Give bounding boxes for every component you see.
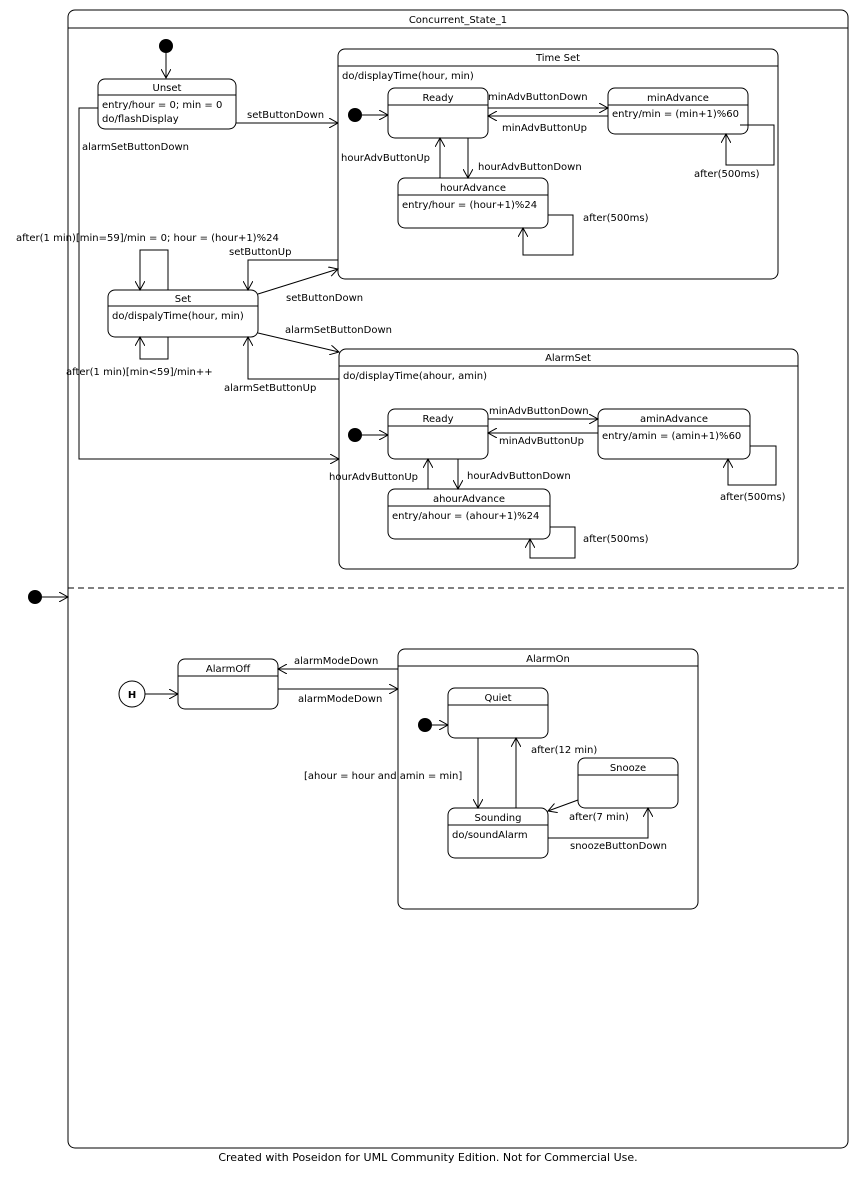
initial-pseudostate-lower	[28, 590, 42, 604]
initial-pseudostate-top	[159, 39, 173, 53]
initial-pseudostate-alarmset	[348, 428, 362, 442]
state-time-set-name: Time Set	[535, 53, 580, 64]
state-alarmset-ready-name: Ready	[422, 414, 453, 425]
transition-set-timeset	[257, 269, 338, 295]
state-sounding-do: do/soundAlarm	[452, 830, 528, 841]
state-set-name: Set	[175, 294, 192, 305]
state-unset-do: do/flashDisplay	[102, 114, 179, 125]
transition-alarmset-set	[248, 337, 339, 380]
state-unset[interactable]: Unset entry/hour = 0; min = 0 do/flashDi…	[97, 78, 237, 130]
state-ahour-advance-name: ahourAdvance	[433, 494, 505, 505]
label-after-7min: after(7 min)	[569, 812, 629, 823]
initial-pseudostate-timeset	[348, 108, 362, 122]
state-time-set-do: do/displayTime(hour, min)	[342, 71, 474, 82]
label-set-button-down-2: setButtonDown	[286, 293, 363, 304]
label-self-loop-bottom: after(1 min)[min<59]/min++	[66, 367, 213, 378]
transition-set-alarmset	[257, 332, 339, 352]
state-hour-advance-entry: entry/hour = (hour+1)%24	[402, 200, 537, 211]
state-amin-advance-entry: entry/amin = (amin+1)%60	[602, 431, 741, 442]
state-hour-advance[interactable]: hourAdvance entry/hour = (hour+1)%24	[397, 177, 549, 229]
label-a-min-adv-button-up: minAdvButtonUp	[499, 436, 584, 447]
transition-snooze-sounding	[548, 799, 579, 811]
label-set-button-up: setButtonUp	[229, 247, 291, 258]
label-hour-adv-button-up: hourAdvButtonUp	[341, 153, 430, 164]
label-hour-adv-button-down: hourAdvButtonDown	[478, 162, 582, 173]
state-alarmset-ready[interactable]: Ready	[387, 408, 489, 460]
state-ahour-advance-entry: entry/ahour = (ahour+1)%24	[392, 511, 539, 522]
label-self-loop-top: after(1 min)[min=59]/min = 0; hour = (ho…	[16, 233, 279, 244]
state-min-advance[interactable]: minAdvance entry/min = (min+1)%60	[607, 87, 749, 135]
state-quiet-name: Quiet	[484, 693, 511, 704]
state-amin-advance[interactable]: aminAdvance entry/amin = (amin+1)%60	[597, 408, 751, 460]
transition-timeset-set	[248, 259, 338, 290]
state-set-do: do/dispalyTime(hour, min)	[112, 311, 244, 322]
transition-set-self-top	[140, 249, 169, 290]
history-label: H	[128, 690, 136, 701]
history-pseudostate[interactable]: H	[118, 680, 146, 708]
root-title: Concurrent_State_1	[409, 15, 507, 26]
label-alarm-set-button-down: alarmSetButtonDown	[285, 325, 392, 336]
transition-unset-alarmset	[78, 107, 339, 459]
state-alarm-off[interactable]: AlarmOff	[177, 658, 279, 710]
state-set[interactable]: Set do/dispalyTime(hour, min)	[107, 289, 259, 338]
label-set-button-down: setButtonDown	[247, 110, 324, 121]
label-after-500ms-4: after(500ms)	[583, 534, 649, 545]
label-a-hour-adv-button-up: hourAdvButtonUp	[329, 472, 418, 483]
state-snooze-name: Snooze	[610, 763, 646, 774]
state-min-advance-entry: entry/min = (min+1)%60	[612, 109, 739, 120]
state-alarm-set-do: do/displayTime(ahour, amin)	[343, 371, 487, 382]
state-snooze[interactable]: Snooze	[577, 757, 679, 809]
transition-houradvance-self	[523, 214, 574, 256]
transition-ahouradvance-self	[530, 526, 576, 559]
state-sounding-name: Sounding	[475, 813, 522, 824]
label-snooze-button-down: snoozeButtonDown	[570, 841, 667, 852]
transition-set-self-bottom	[140, 337, 169, 360]
initial-pseudostate-alarmon	[418, 718, 432, 732]
transition-minadvance-self	[726, 124, 775, 166]
label-after-12min: after(12 min)	[531, 745, 597, 756]
state-hour-advance-name: hourAdvance	[440, 183, 506, 194]
label-alarm-mode-down-2: alarmModeDown	[298, 694, 382, 705]
state-sounding[interactable]: Sounding do/soundAlarm	[447, 807, 549, 859]
state-amin-advance-name: aminAdvance	[640, 414, 708, 425]
state-timeset-ready[interactable]: Ready	[387, 87, 489, 139]
state-alarm-off-name: AlarmOff	[206, 664, 251, 675]
label-after-500ms-2: after(500ms)	[583, 213, 649, 224]
state-min-advance-name: minAdvance	[647, 93, 709, 104]
label-min-adv-button-down: minAdvButtonDown	[488, 92, 588, 103]
state-timeset-ready-name: Ready	[422, 93, 453, 104]
label-alarm-set-button-down-left: alarmSetButtonDown	[82, 142, 189, 153]
label-after-500ms-3: after(500ms)	[720, 492, 786, 503]
label-after-500ms-1: after(500ms)	[694, 169, 760, 180]
label-alarm-mode-down-1: alarmModeDown	[294, 656, 378, 667]
footer-watermark: Created with Poseidon for UML Community …	[218, 1151, 637, 1164]
label-min-adv-button-up: minAdvButtonUp	[502, 123, 587, 134]
label-a-hour-adv-button-down: hourAdvButtonDown	[467, 471, 571, 482]
label-a-min-adv-button-down: minAdvButtonDown	[489, 406, 589, 417]
state-ahour-advance[interactable]: ahourAdvance entry/ahour = (ahour+1)%24	[387, 488, 551, 540]
state-unset-entry: entry/hour = 0; min = 0	[102, 100, 222, 111]
label-guard: [ahour = hour and amin = min]	[304, 771, 462, 782]
state-alarm-set-name: AlarmSet	[545, 353, 591, 364]
label-alarm-set-button-up: alarmSetButtonUp	[224, 383, 316, 394]
state-unset-name: Unset	[153, 83, 182, 94]
transition-sounding-snooze	[548, 808, 648, 839]
state-quiet[interactable]: Quiet	[447, 687, 549, 739]
state-alarm-on-name: AlarmOn	[526, 654, 570, 665]
transition-aminadvance-self	[728, 445, 777, 486]
